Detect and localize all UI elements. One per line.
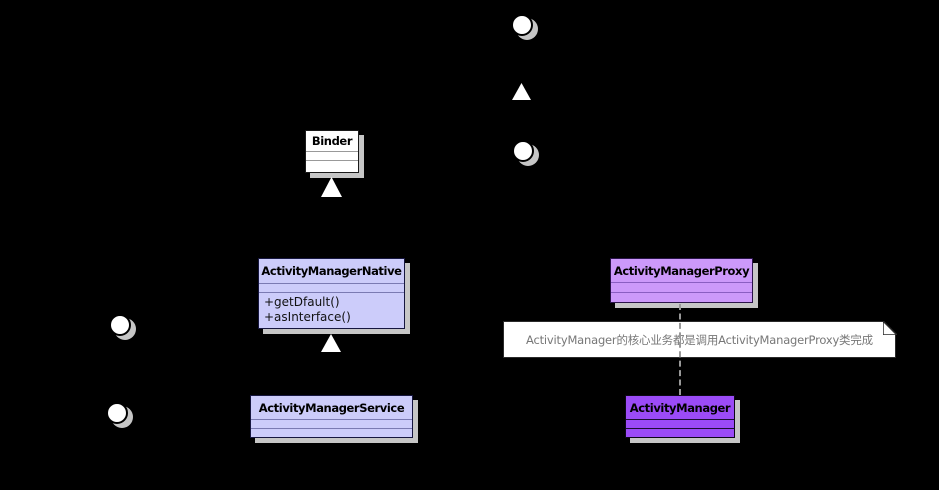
class-box-activitymanagernative: ActivityManagerNative +getDfault() +asIn… [258, 258, 405, 329]
compartment-divider [259, 292, 404, 293]
class-methods: +getDfault() +asInterface() [259, 293, 404, 328]
class-methods-empty [626, 429, 734, 437]
compartment-divider [626, 419, 734, 420]
class-fields-empty [259, 284, 404, 292]
class-title: ActivityManager [629, 400, 731, 415]
method-item: +getDfault() [264, 295, 340, 309]
interface-lollipop-icon [109, 314, 131, 336]
class-title: ActivityManagerProxy [613, 263, 750, 278]
class-methods-empty [251, 429, 412, 437]
compartment-divider [259, 283, 404, 284]
compartment-divider [306, 151, 358, 152]
class-fields-empty [251, 420, 412, 428]
method-item: +asInterface() [264, 310, 351, 324]
interface-lollipop-icon [106, 402, 128, 424]
interface-lollipop-icon [512, 140, 534, 162]
inheritance-arrow-icon [321, 177, 342, 197]
inheritance-arrow-icon [321, 334, 341, 352]
compartment-divider [611, 292, 752, 293]
note-text: ActivityManager的核心业务都是调用ActivityManagerP… [526, 332, 873, 347]
class-methods-empty [306, 161, 358, 172]
dependency-dashed-line [679, 304, 681, 395]
note-fold-icon [882, 320, 897, 335]
class-fields-empty [306, 152, 358, 160]
class-title: ActivityManagerNative [261, 264, 402, 278]
class-box-activitymanagerservice: ActivityManagerService [250, 395, 413, 438]
class-box-activitymanager: ActivityManager [625, 395, 735, 438]
class-methods-empty [611, 293, 752, 302]
compartment-divider [611, 282, 752, 283]
compartment-divider [251, 428, 412, 429]
class-title: Binder [311, 134, 353, 148]
compartment-divider [306, 160, 358, 161]
class-fields-empty [626, 420, 734, 428]
class-title: ActivityManagerService [258, 400, 405, 415]
class-box-activitymanagerproxy: ActivityManagerProxy [610, 258, 753, 303]
interface-lollipop-icon [511, 14, 533, 36]
class-box-binder: Binder [305, 130, 359, 173]
compartment-divider [626, 428, 734, 429]
inheritance-arrow-icon [512, 83, 531, 100]
note: ActivityManager的核心业务都是调用ActivityManagerP… [503, 320, 897, 358]
class-fields-empty [611, 283, 752, 292]
compartment-divider [251, 419, 412, 420]
